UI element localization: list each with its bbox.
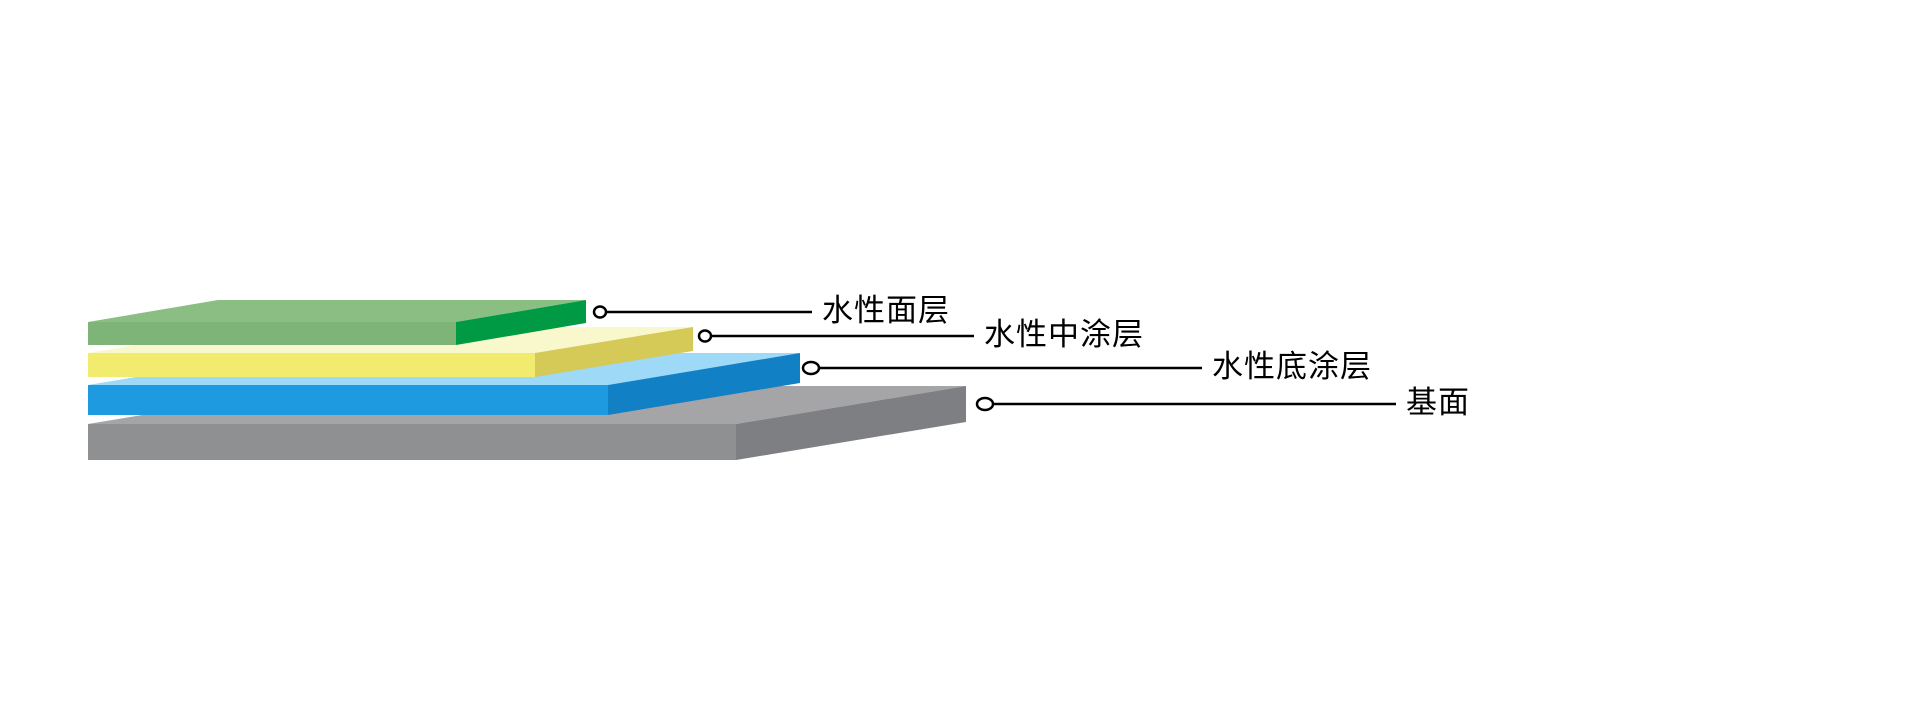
layer-base-surface-side-face (736, 386, 966, 460)
marker-primer-layer (801, 360, 821, 376)
layer-middle-coat-layer-front-face (88, 353, 535, 377)
marker-surface-layer (592, 305, 608, 319)
layer-primer-layer-side-face (608, 353, 800, 415)
layer-primer-layer-front-face (88, 385, 608, 415)
layer-surface-layer-front-face (88, 322, 456, 345)
label-primer-layer: 水性底涂层 (1212, 348, 1372, 385)
layer-surface-layer-top-face (88, 300, 586, 322)
marker-middle-coat-layer (697, 329, 713, 343)
label-surface-layer: 水性面层 (822, 292, 950, 329)
label-middle-coat-layer: 水性中涂层 (984, 316, 1144, 353)
layer-base-surface-front-face (88, 424, 736, 460)
label-base-surface: 基面 (1406, 384, 1470, 421)
marker-base-surface (975, 396, 995, 412)
layer-middle-coat-layer-side-face (535, 327, 693, 377)
layer-surface-layer-side-face (456, 300, 586, 345)
